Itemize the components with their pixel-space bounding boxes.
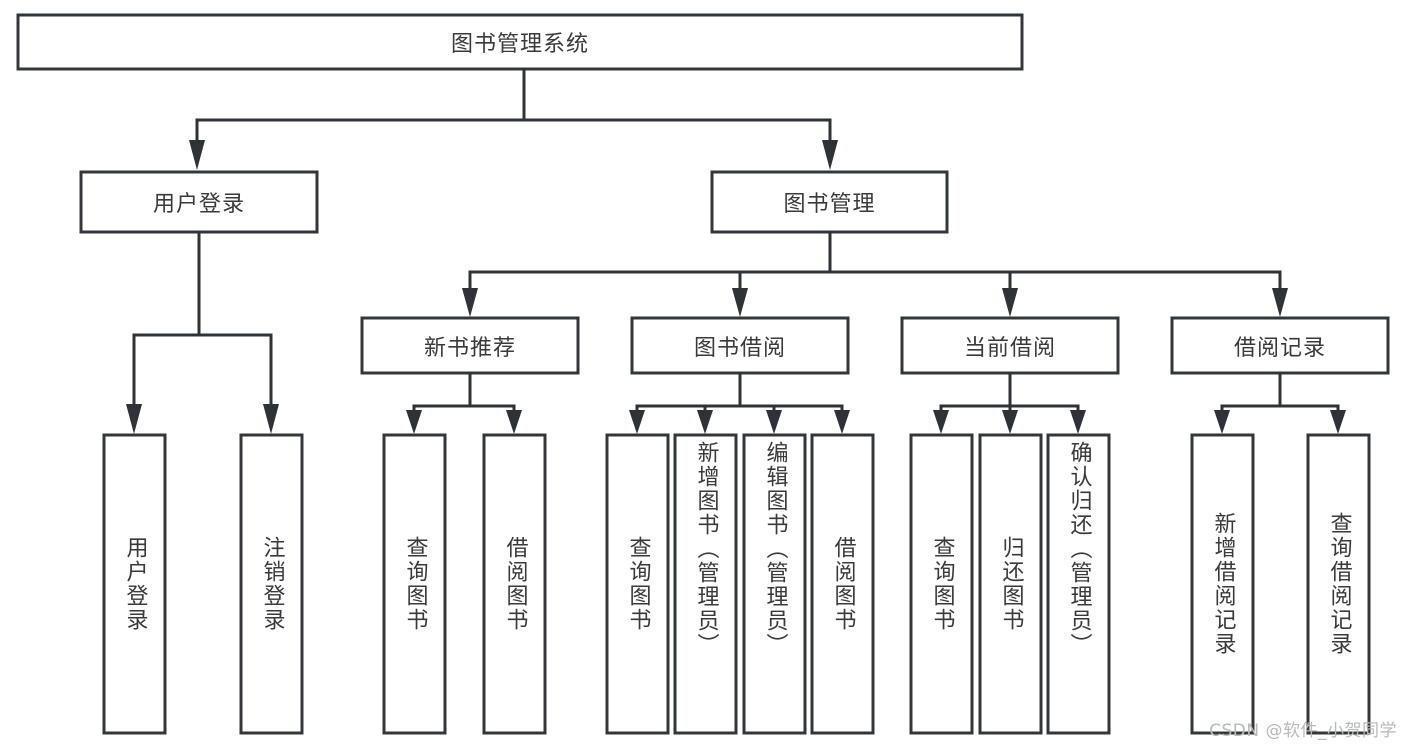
arrow-user-login-leaf-1 [126,404,142,434]
leaf-box-current-borrow-1[interactable] [909,433,974,735]
node-book-management[interactable] [710,170,949,234]
node-borrow-records[interactable] [1170,316,1390,375]
leaf-box-new-book-2[interactable] [482,433,547,735]
leaf-box-new-book-1[interactable] [382,433,447,735]
arrow-book-borrow-leaf-4 [834,410,850,434]
arrow-current-borrow-leaf-3 [1070,410,1086,434]
arrow-user-login-leaf-2 [263,404,279,434]
arrow-book-mgmt-to-new-book [462,288,478,317]
leaf-box-current-borrow-3[interactable] [1046,433,1111,735]
arrow-current-borrow-leaf-1 [933,410,949,434]
arrow-book-borrow-leaf-2 [697,410,713,434]
arrow-new-book-leaf-1 [406,410,422,434]
node-current-borrow[interactable] [900,316,1120,375]
arrow-book-borrow-leaf-1 [629,410,645,434]
arrow-root-to-user-login [189,140,205,170]
leaf-box-book-borrow-3[interactable] [742,433,807,735]
node-user-login[interactable] [79,170,319,234]
leaf-box-book-borrow-1[interactable] [605,433,670,735]
arrow-book-mgmt-to-current [1002,288,1018,317]
leaf-box-book-borrow-2[interactable] [673,433,738,735]
leaf-box-borrow-records-2[interactable] [1306,433,1371,735]
leaf-box-book-borrow-4[interactable] [810,433,875,735]
arrow-current-borrow-leaf-2 [1002,410,1018,434]
node-new-book-recommend[interactable] [360,316,580,375]
node-book-borrow[interactable] [630,316,850,375]
leaf-box-current-borrow-2[interactable] [978,433,1043,735]
leaf-box-user-login-2[interactable] [239,433,304,735]
arrow-borrow-records-leaf-2 [1330,410,1346,434]
leaf-box-user-login-1[interactable] [102,433,167,735]
arrow-book-mgmt-to-borrow [732,288,748,317]
arrow-book-mgmt-to-records [1272,288,1288,317]
arrow-book-borrow-leaf-3 [766,410,782,434]
node-root[interactable] [16,13,1024,71]
leaf-box-borrow-records-1[interactable] [1190,433,1255,735]
arrow-root-to-book-mgmt [822,140,838,170]
arrow-borrow-records-leaf-1 [1214,410,1230,434]
arrow-new-book-leaf-2 [506,410,522,434]
